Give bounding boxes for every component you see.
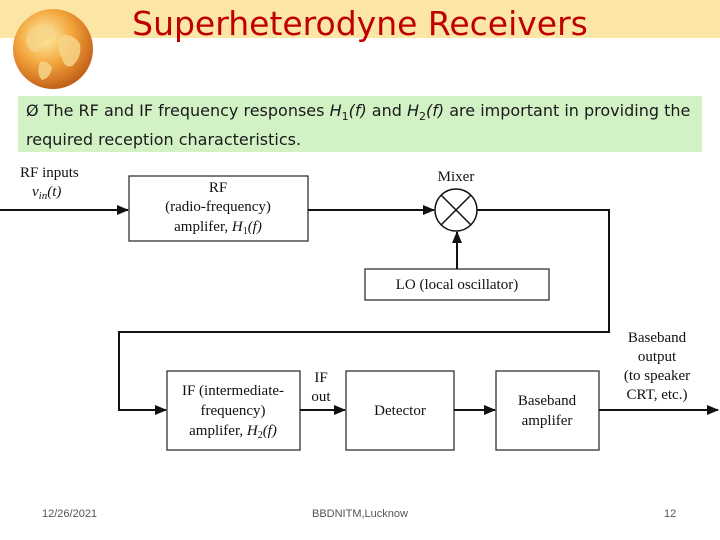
- if-box-line3: amplifer, H2(f): [189, 423, 277, 441]
- footer-institution: BBDNITM,Lucknow: [312, 508, 408, 520]
- if-box-line1: IF (intermediate-: [182, 383, 284, 399]
- if-amplifier-box: [166, 370, 301, 451]
- if-out-label-line2: out: [311, 389, 331, 405]
- baseband-output-line3: (to speaker: [624, 368, 690, 384]
- bullet-part1: The RF and IF frequency responses: [43, 101, 330, 120]
- receiver-block-diagram: RF inputs vin(t) RF (radio-frequency) am…: [0, 165, 719, 451]
- h2-subscript: 2: [419, 110, 427, 124]
- mixer-cross-2: [440, 194, 472, 226]
- rf-amplifier-box: [128, 175, 309, 242]
- h1-symbol: H: [329, 101, 342, 120]
- mixer-to-if-path: [118, 209, 610, 415]
- h2-symbol: H: [407, 101, 420, 120]
- rf-box-line3: amplifer, H1(f): [174, 219, 262, 237]
- h2-arg: (f): [426, 101, 445, 120]
- if-out-label-line1: IF: [314, 370, 327, 386]
- rf-box-line1: RF: [209, 180, 227, 196]
- baseband-output-line1: Baseband: [628, 330, 687, 346]
- h1-arg: (f): [348, 101, 367, 120]
- baseband-output-line2: output: [638, 349, 677, 365]
- h1-subscript: 1: [341, 110, 349, 124]
- vin-label: vin(t): [32, 184, 61, 202]
- bullet-box: Ø The RF and IF frequency responses H1(f…: [18, 96, 702, 152]
- lo-label: LO (local oscillator): [396, 277, 518, 293]
- mixer-label: Mixer: [438, 169, 475, 185]
- baseband-amp-line1: Baseband: [518, 393, 577, 409]
- bullet-marker: Ø: [26, 101, 39, 120]
- detector-box: [345, 370, 455, 451]
- footer-date: 12/26/2021: [42, 508, 98, 520]
- footer-page-number: 12: [664, 508, 677, 520]
- slide-title: Superheterodyne Receivers: [132, 4, 588, 43]
- rf-inputs-label: RF inputs: [20, 165, 79, 181]
- baseband-output-line4: CRT, etc.): [627, 387, 688, 403]
- if-box-line2: frequency): [201, 403, 266, 419]
- baseband-amplifier-box: [495, 370, 600, 451]
- bullet-mid: and: [366, 101, 407, 120]
- title-banner: [0, 0, 720, 38]
- globe-icon: [13, 9, 93, 89]
- bullet-text: Ø The RF and IF frequency responses H1(f…: [26, 99, 698, 151]
- detector-label: Detector: [374, 403, 426, 419]
- rf-box-line2: (radio-frequency): [165, 199, 271, 215]
- baseband-amp-line2: amplifer: [522, 413, 573, 429]
- bullet-part2: are important in providing the required …: [26, 101, 691, 150]
